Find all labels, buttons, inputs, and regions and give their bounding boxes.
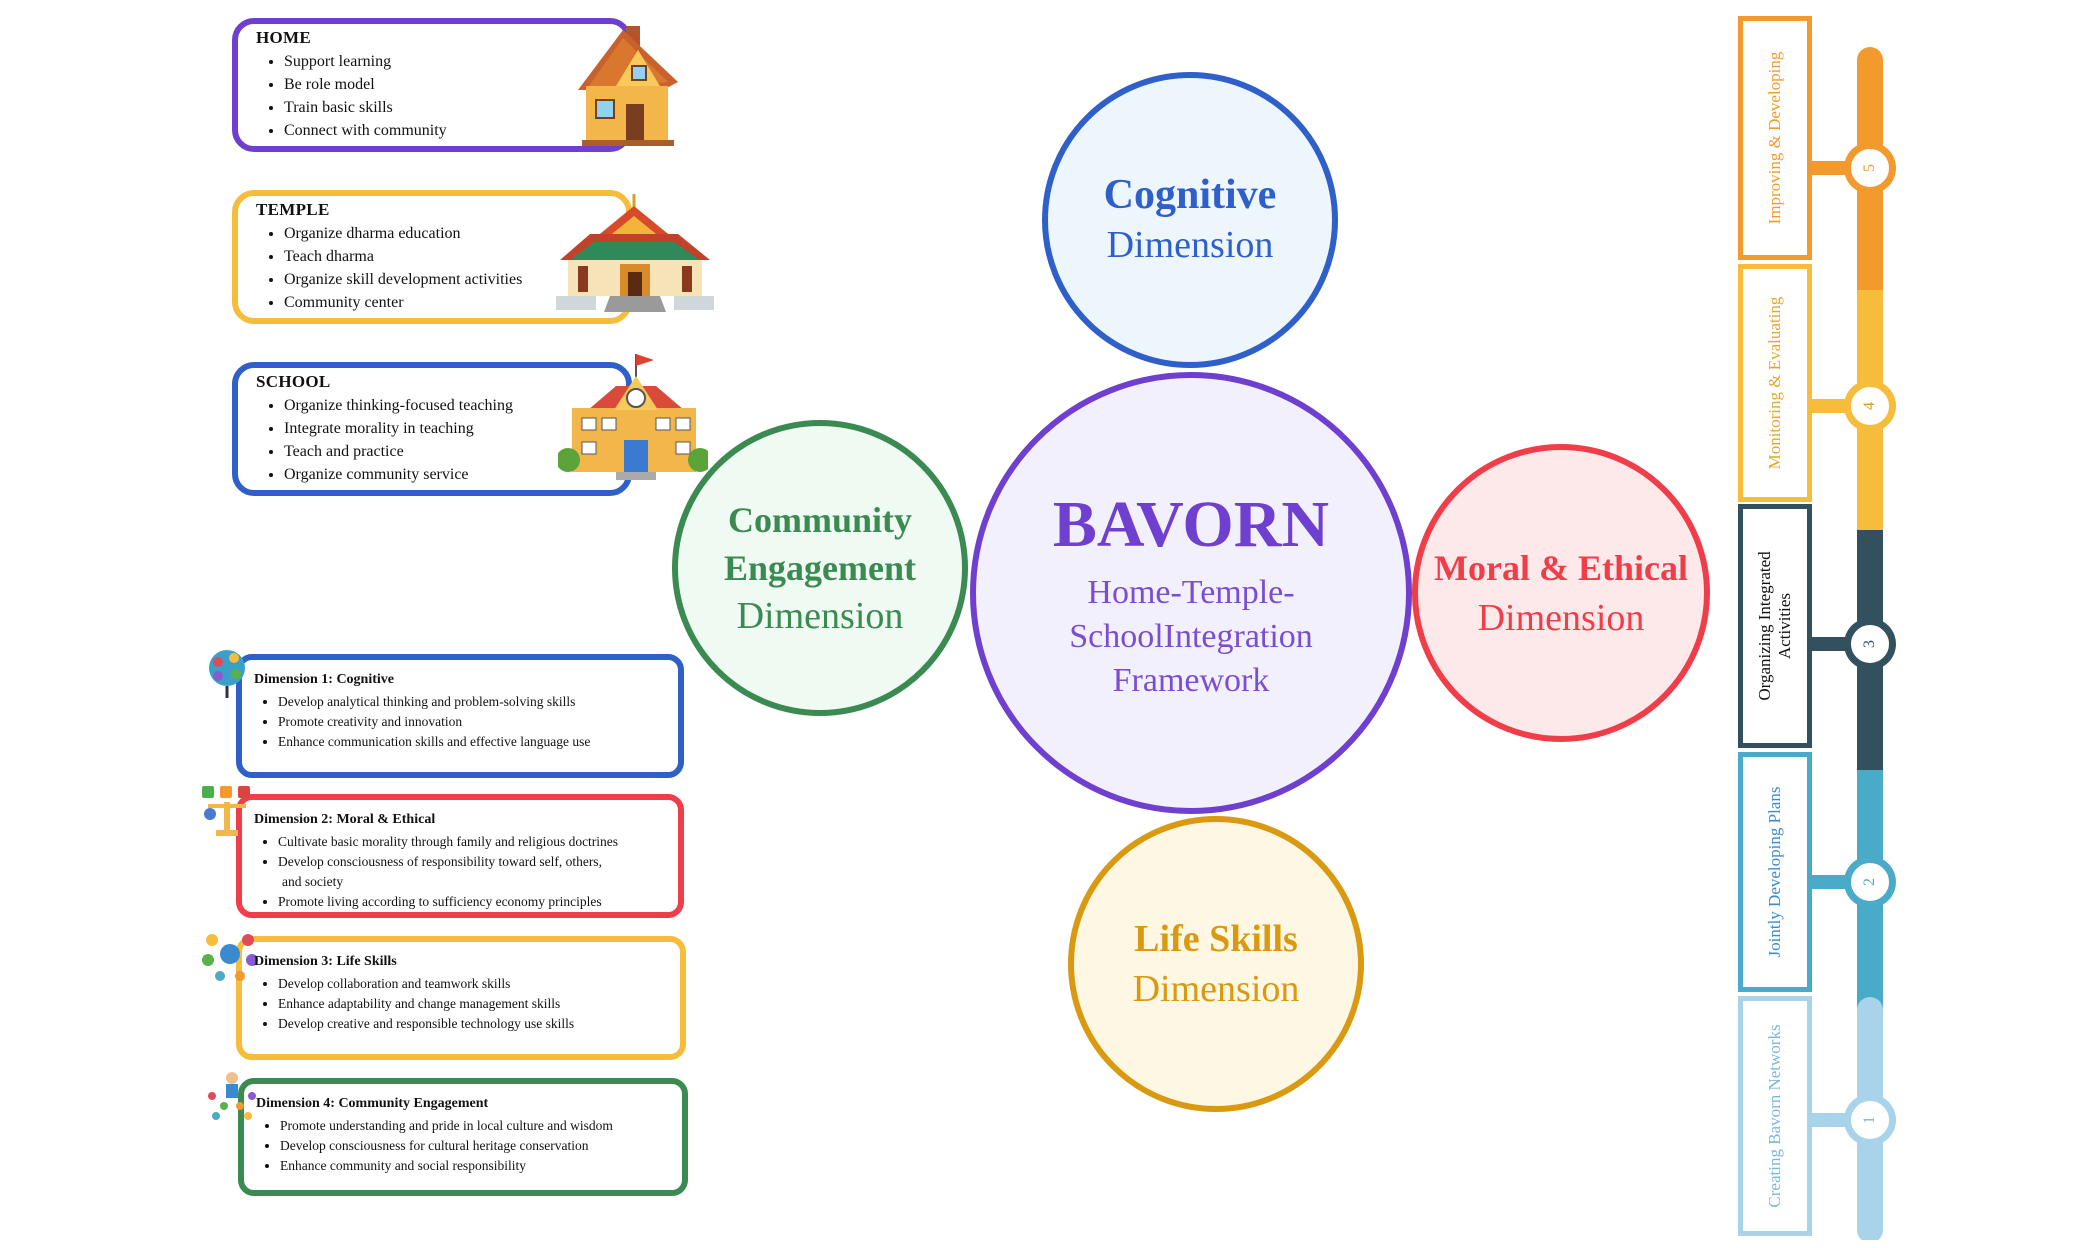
step-4-box: Monitoring & Evaluating [1738,264,1812,502]
center-line1: Home-Temple- [1087,574,1295,611]
step-2-number: 2 [1851,863,1889,901]
school-icon [558,354,708,480]
moral-circle: Moral & Ethical Dimension [1412,444,1710,742]
list-item: Integrate morality in teaching [284,417,513,440]
temple-list: Organize dharma education Teach dharma O… [284,222,522,314]
moral-title: Moral & Ethical [1434,548,1688,588]
step-4-label: Monitoring & Evaluating [1765,296,1784,470]
community-title-line1: Community [727,500,912,540]
list-item: Develop collaboration and teamwork skill… [278,974,574,994]
step-5-label: Improving & Developing [1765,51,1784,225]
home-box: HOME Support learning Be role model Trai… [232,18,678,152]
temple-box: TEMPLE Organize dharma education Teach d… [232,190,714,324]
list-item: Teach and practice [284,440,513,463]
step-5-number: 5 [1851,149,1889,187]
school-list: Organize thinking-focused teaching Integ… [284,394,513,486]
step-1-number: 1 [1851,1101,1889,1139]
dimension-title: Dimension 4: Community Engagement [256,1096,489,1111]
list-item: Develop consciousness of responsibility … [278,852,618,872]
list-item: Cultivate basic morality through family … [278,832,618,852]
list-item: Enhance communication skills and effecti… [278,732,590,752]
list-item: Organize thinking-focused teaching [284,394,513,417]
dimension-life-skills-box: Dimension 3: Life Skills Develop collabo… [202,934,686,1060]
home-list: Support learning Be role model Train bas… [284,50,447,142]
school-box: SCHOOL Organize thinking-focused teachin… [232,354,708,496]
step-4-number: 4 [1851,387,1889,425]
cognitive-title: Cognitive [1103,172,1277,218]
scales-icon [202,786,250,836]
list-item: Promote creativity and innovation [278,712,590,732]
list-item: Support learning [284,50,447,73]
step-1-box: Creating Bavorn Networks [1738,996,1812,1236]
cognitive-subtitle: Dimension [1106,224,1274,266]
list-item: Train basic skills [284,96,447,119]
life-skills-circle: Life Skills Dimension [1068,816,1364,1112]
community-subtitle: Dimension [736,595,904,637]
list-item: Organize skill development activities [284,268,522,291]
list-item: Promote understanding and pride in local… [280,1116,613,1136]
step-1-label: Creating Bavorn Networks [1765,1024,1784,1208]
life-skills-title: Life Skills [1134,918,1298,960]
home-title: HOME [256,28,312,47]
list-item: Develop analytical thinking and problem-… [278,692,590,712]
list-item: Community center [284,291,522,314]
list-item: Develop consciousness for cultural herit… [280,1136,613,1156]
community-circle: Community Engagement Dimension [672,420,968,716]
dimension-list: Develop collaboration and teamwork skill… [278,974,574,1034]
dimension-cognitive-box: Dimension 1: Cognitive Develop analytica… [209,650,684,778]
list-item: Be role model [284,73,447,96]
temple-title: TEMPLE [256,200,330,219]
step-3-label-line1: Organizing Integrated [1755,551,1774,701]
list-item: Enhance community and social responsibil… [280,1156,613,1176]
center-title: BAVORN [1052,488,1330,561]
list-item: and society [282,874,344,889]
step-3-label-line2: Activities [1775,592,1794,660]
step-3-number: 3 [1851,625,1889,663]
step-3-label: Organizing Integrated Activities [1755,551,1795,700]
list-item: Enhance adaptability and change manageme… [278,994,574,1014]
bavorn-center-circle: BAVORN Home-Temple- SchoolIntegration Fr… [970,372,1412,814]
step-2-box: Jointly Developing Plans [1738,752,1812,992]
list-item: Teach dharma [284,245,522,268]
dimension-list: Develop analytical thinking and problem-… [278,692,590,752]
list-item: Organize dharma education [284,222,522,245]
school-title: SCHOOL [256,372,331,391]
center-line2: SchoolIntegration [1069,618,1313,655]
step-5-box: Improving & Developing [1738,16,1812,260]
center-line3: Framework [1112,662,1270,699]
temple-icon [556,194,714,312]
list-item: Organize community service [284,463,513,486]
brain-network-icon [209,650,245,698]
house-icon [578,26,678,146]
cognitive-circle: Cognitive Dimension [1042,72,1338,368]
people-group-icon [208,1072,256,1120]
community-title-line2: Engagement [724,548,916,588]
list-item: Develop creative and responsible technol… [278,1014,574,1034]
dimension-community-box: Dimension 4: Community Engagement Promot… [208,1072,688,1196]
list-item: Promote living according to sufficiency … [278,892,618,912]
list-item: Connect with community [284,119,447,142]
dimension-title: Dimension 2: Moral & Ethical [254,812,436,827]
moral-subtitle: Dimension [1477,597,1645,639]
life-skills-subtitle: Dimension [1132,968,1300,1010]
dimension-moral-box: Dimension 2: Moral & Ethical Cultivate b… [202,786,684,918]
step-2-label: Jointly Developing Plans [1765,786,1784,958]
dimension-title: Dimension 1: Cognitive [254,672,394,687]
dimension-title: Dimension 3: Life Skills [254,954,397,969]
step-3-box: Organizing Integrated Activities [1738,504,1812,748]
skills-wheel-icon [202,934,258,981]
dimension-list: Promote understanding and pride in local… [280,1116,613,1176]
dimension-list: Cultivate basic morality through family … [278,832,618,912]
